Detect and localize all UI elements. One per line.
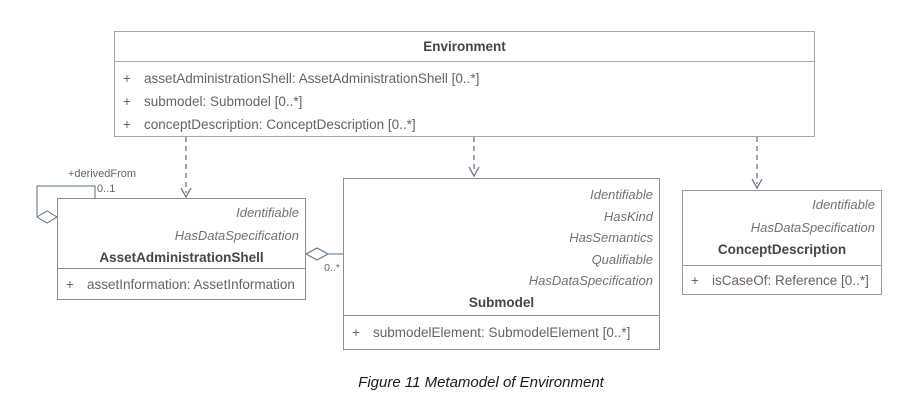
class-environment-name: Environment (423, 39, 506, 54)
visibility-marker: + (691, 272, 699, 288)
submodel-multiplicity-label: 0..* (324, 262, 340, 274)
derivedfrom-multiplicity-label: 0..1 (97, 183, 116, 195)
attribute-text: conceptDescription: ConceptDescription [… (144, 117, 416, 132)
aggregation-submodel (304, 247, 343, 261)
class-assetadministrationshell-header: Identifiable HasDataSpecification AssetA… (58, 199, 305, 269)
stereotype-label: HasDataSpecification (750, 219, 875, 235)
stereotype-label: Identifiable (812, 197, 875, 212)
figure-caption: Figure 11 Metamodel of Environment (358, 374, 604, 391)
class-environment-attributes: + assetAdministrationShell: AssetAdminis… (115, 62, 814, 136)
attribute-text: submodelElement: SubmodelElement [0..*] (373, 325, 631, 340)
stereotype-label: HasSemantics (569, 230, 653, 245)
dependency-arrow-assetadministrationshell (180, 137, 192, 199)
attribute-row: + submodelElement: SubmodelElement [0..*… (344, 316, 659, 349)
stereotype-label: Qualifiable (591, 251, 653, 267)
visibility-marker: + (66, 276, 74, 292)
stereotype-label: Identifiable (236, 205, 299, 220)
stereotype-label: HasDataSpecification (528, 273, 653, 288)
class-assetadministrationshell-name: AssetAdministrationShell (99, 250, 264, 265)
visibility-marker: + (123, 117, 131, 132)
class-submodel-attributes: + submodelElement: SubmodelElement [0..*… (344, 316, 659, 349)
class-assetadministrationshell: Identifiable HasDataSpecification AssetA… (57, 198, 306, 300)
dependency-arrow-conceptdescription (751, 137, 763, 190)
attribute-text: isCaseOf: Reference [0..*] (712, 272, 869, 288)
class-environment: Environment + assetAdministrationShell: … (114, 31, 815, 137)
stereotype-label: Identifiable (590, 187, 653, 202)
class-assetadministrationshell-attributes: + assetInformation: AssetInformation (58, 269, 305, 299)
class-environment-header: Environment (115, 32, 814, 62)
derivedfrom-role-label: +derivedFrom (67, 168, 137, 180)
class-conceptdescription-attributes: + isCaseOf: Reference [0..*] (683, 266, 881, 294)
class-submodel: Identifiable HasKind HasSemantics Qualif… (343, 178, 660, 350)
class-conceptdescription-header: Identifiable HasDataSpecification Concep… (683, 191, 881, 266)
attribute-text: submodel: Submodel [0..*] (144, 94, 303, 109)
attribute-row: + assetInformation: AssetInformation (58, 269, 305, 299)
attribute-row: + conceptDescription: ConceptDescription… (115, 113, 814, 136)
attribute-row: + isCaseOf: Reference [0..*] (683, 266, 881, 294)
stereotype-label: HasDataSpecification (174, 227, 299, 243)
class-submodel-header: Identifiable HasKind HasSemantics Qualif… (344, 179, 659, 316)
stereotype-label: HasKind (603, 208, 653, 224)
class-submodel-name: Submodel (468, 294, 535, 310)
attribute-row: + submodel: Submodel [0..*] (115, 90, 814, 113)
visibility-marker: + (123, 71, 131, 86)
attribute-row: + assetAdministrationShell: AssetAdminis… (115, 67, 814, 90)
attribute-text: assetAdministrationShell: AssetAdministr… (144, 71, 480, 86)
visibility-marker: + (352, 325, 360, 340)
visibility-marker: + (123, 94, 131, 109)
dependency-arrow-submodel (468, 137, 480, 178)
class-conceptdescription: Identifiable HasDataSpecification Concep… (682, 190, 882, 295)
class-conceptdescription-name: ConceptDescription (717, 242, 847, 257)
attribute-text: assetInformation: AssetInformation (87, 276, 295, 292)
